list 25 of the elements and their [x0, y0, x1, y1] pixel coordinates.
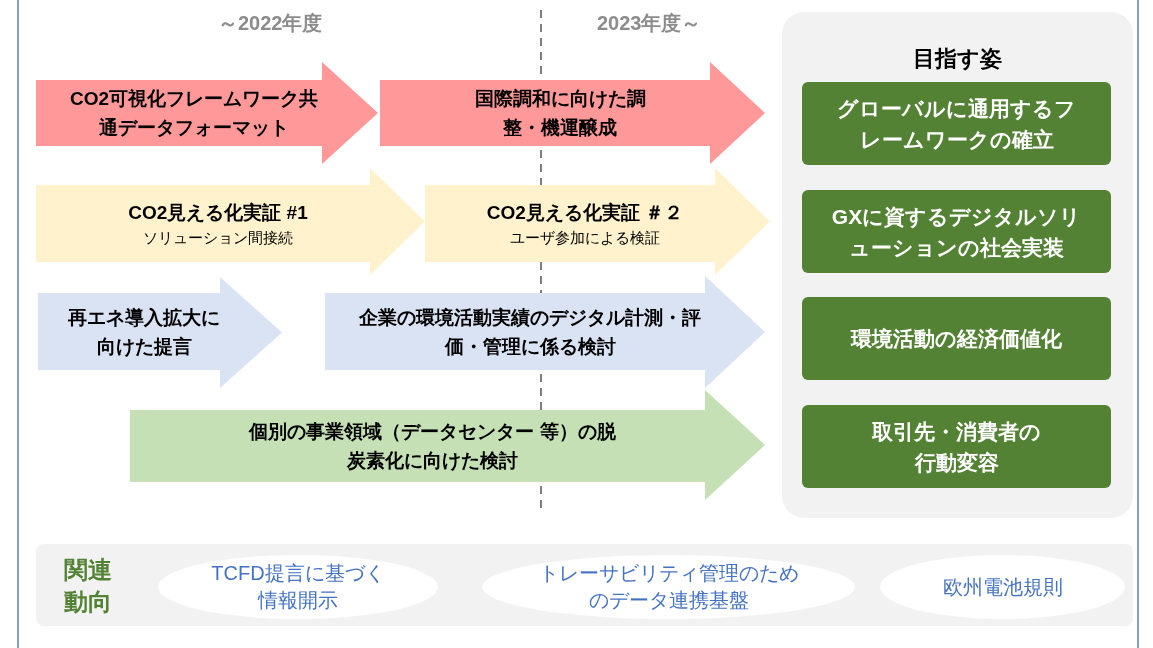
arrow-subtitle: ユーザ参加による検証	[510, 228, 660, 248]
goal-text: 環境活動の経済価値化	[849, 326, 1063, 352]
panel-heading: 目指す姿	[912, 45, 1003, 73]
period-label: 2023年度～	[597, 11, 702, 36]
band-heading: 関連動向	[64, 555, 112, 617]
arrow-title: 再エネ導入拡大に向けた提言	[67, 305, 221, 359]
goal-box	[802, 297, 1111, 380]
arrow-title: CO2見える化実証 #1	[128, 201, 308, 225]
goal-box	[802, 82, 1111, 165]
trend-text: 欧州電池規則	[941, 574, 1064, 600]
arrow-title: 企業の環境活動実績のデジタル計測・評価・管理に係る検討	[358, 305, 702, 359]
trend-text: TCFD提言に基づく情報開示	[210, 561, 386, 613]
arrow-title: CO2可視化フレームワーク共通データフォーマット	[68, 87, 320, 140]
trend-text: トレーサビリティ管理のためのデータ連携基盤	[538, 561, 799, 613]
goal-panel	[782, 12, 1133, 518]
goal-box	[802, 405, 1111, 488]
goal-text: グローバルに通用するフレームワークの確立	[836, 95, 1077, 153]
arrow-title: 個別の事業領域（データセンター 等）の脱炭素化に向けた検討	[247, 420, 617, 473]
goal-text: 取引先・消費者の行動変容	[871, 418, 1042, 476]
arrow-title: CO2見える化実証 ＃２	[486, 201, 684, 225]
arrow-subtitle: ソリューション間接続	[143, 228, 293, 248]
goal-text: GXに資するデジタルソリューションの社会実装	[830, 203, 1083, 261]
goal-box	[802, 190, 1111, 273]
period-label: ～2022年度	[218, 11, 323, 36]
arrow-title: 国際調和に向けた調整・機運醸成	[474, 87, 646, 140]
